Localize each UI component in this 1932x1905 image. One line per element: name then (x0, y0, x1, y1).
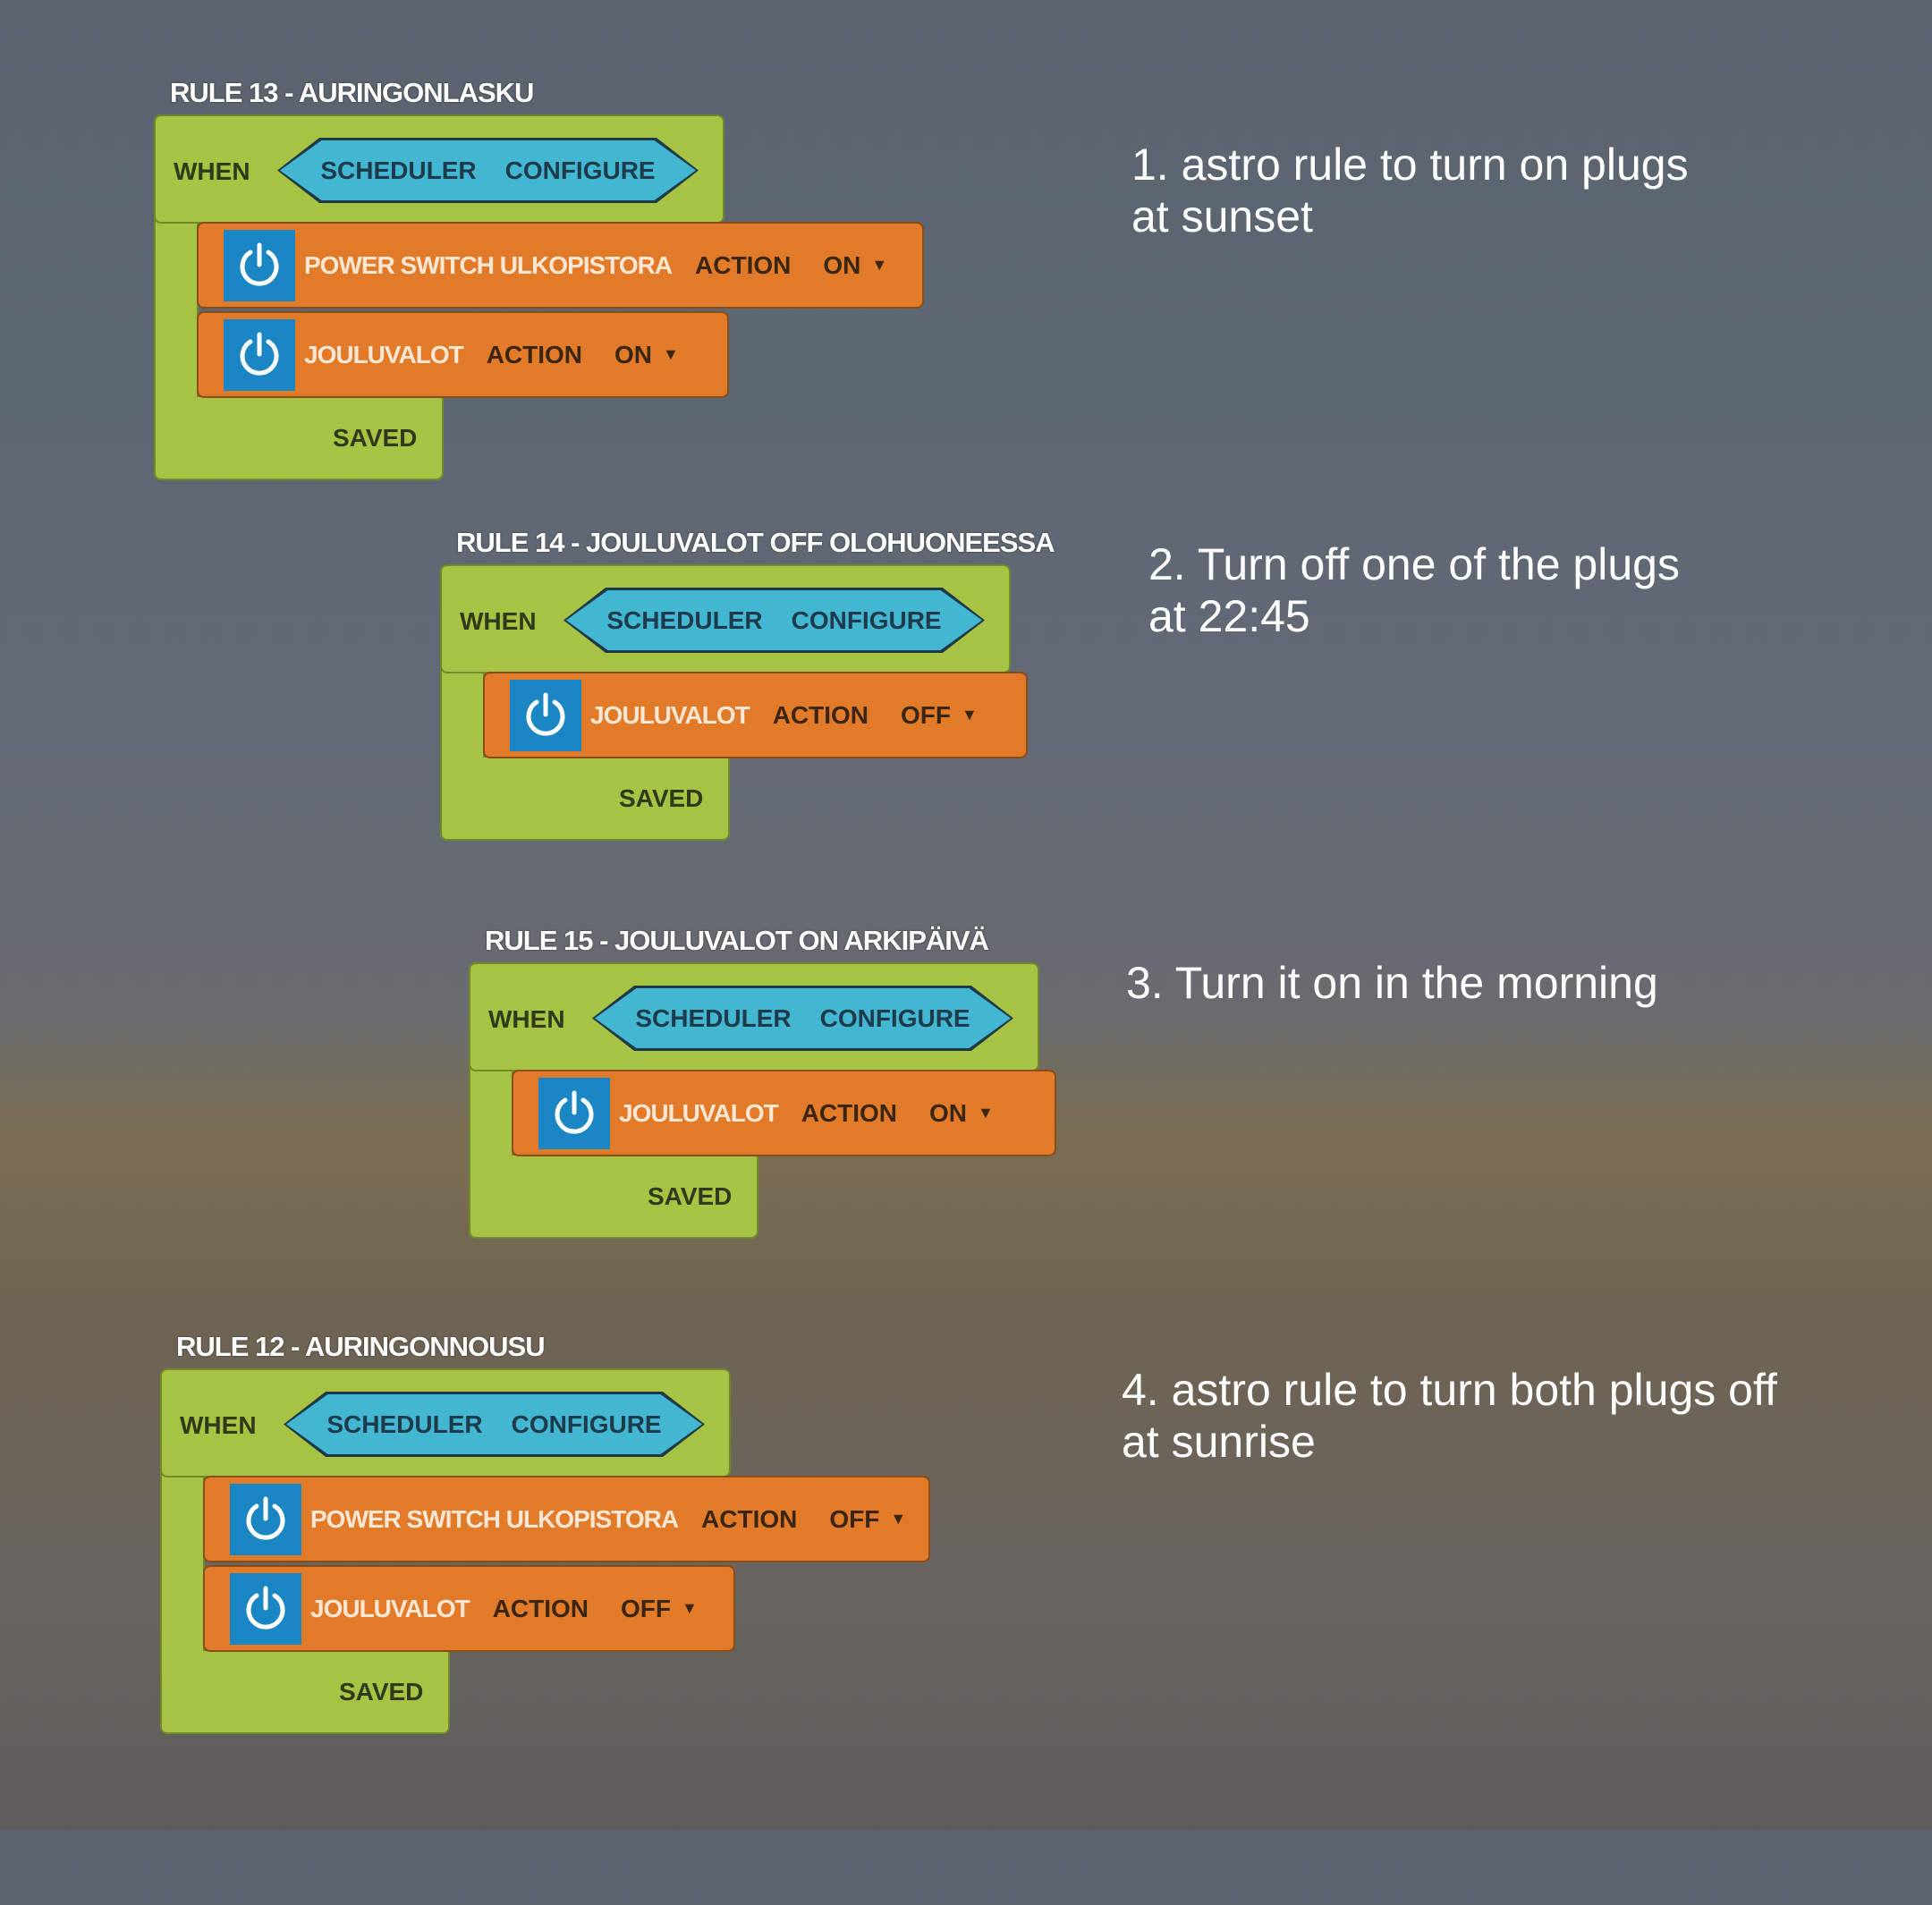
action-block[interactable]: POWER SWITCH ULKOPISTORA ACTION OFF ▼ (203, 1476, 930, 1562)
action-block[interactable]: JOULUVALOT ACTION OFF ▼ (203, 1565, 735, 1652)
action-block[interactable]: POWER SWITCH ULKOPISTORA ACTION ON ▼ (197, 222, 924, 309)
when-label: WHEN (174, 157, 250, 185)
configure-button[interactable]: CONFIGURE (791, 605, 942, 634)
rule-block[interactable]: RULE 12 - AURINGONNOUSU WHEN SCHEDULER C… (160, 1331, 1144, 1905)
device-name: JOULUVALOT (590, 700, 750, 729)
trigger-block[interactable]: SCHEDULER CONFIGURE (592, 986, 1013, 1051)
action-label: ACTION (492, 1594, 589, 1622)
device-name: JOULUVALOT (304, 340, 464, 368)
chevron-down-icon[interactable]: ▼ (962, 706, 978, 724)
annotation-note: 2. Turn off one of the plugs at 22:45 (1148, 539, 1680, 641)
power-icon (224, 318, 295, 391)
power-icon (230, 1572, 301, 1645)
rule-footer (440, 758, 730, 841)
device-name: POWER SWITCH ULKOPISTORA (310, 1504, 679, 1533)
chevron-down-icon[interactable]: ▼ (682, 1599, 698, 1617)
chevron-down-icon[interactable]: ▼ (871, 256, 888, 274)
trigger-block[interactable]: SCHEDULER CONFIGURE (284, 1392, 705, 1457)
annotation-note: 1. astro rule to turn on plugs at sunset (1131, 140, 1689, 241)
action-value-dropdown[interactable]: ON (614, 340, 653, 368)
chevron-down-icon[interactable]: ▼ (890, 1510, 907, 1528)
saved-status: SAVED (648, 1182, 733, 1210)
trigger-label: SCHEDULER (635, 1003, 792, 1032)
action-value-dropdown[interactable]: OFF (621, 1594, 672, 1622)
rule-title: RULE 13 - AURINGONLASKU (170, 77, 534, 108)
annotation-note: 3. Turn it on in the morning (1126, 958, 1658, 1008)
action-value-dropdown[interactable]: OFF (901, 700, 952, 729)
when-label: WHEN (180, 1411, 257, 1439)
rule-footer (469, 1156, 758, 1239)
rule-title: RULE 12 - AURINGONNOUSU (176, 1331, 546, 1362)
rule-block[interactable]: RULE 13 - AURINGONLASKU WHEN SCHEDULER C… (154, 77, 1138, 651)
device-name: JOULUVALOT (619, 1098, 779, 1127)
configure-button[interactable]: CONFIGURE (511, 1410, 662, 1438)
rule-body (160, 1458, 205, 1664)
trigger-label: SCHEDULER (326, 1410, 483, 1438)
rule-title: RULE 15 - JOULUVALOT ON ARKIPÄIVÄ (485, 925, 989, 956)
action-label: ACTION (801, 1098, 898, 1127)
saved-status: SAVED (339, 1678, 424, 1706)
annotation-note: 4. astro rule to turn both plugs off at … (1122, 1365, 1777, 1467)
rule-footer (160, 1651, 450, 1734)
rule-title: RULE 14 - JOULUVALOT OFF OLOHUONEESSA (456, 527, 1055, 558)
rule-block[interactable]: RULE 14 - JOULUVALOT OFF OLOHUONEESSA WH… (440, 527, 1424, 1101)
configure-button[interactable]: CONFIGURE (819, 1003, 970, 1032)
device-name: JOULUVALOT (310, 1594, 470, 1622)
trigger-block[interactable]: SCHEDULER CONFIGURE (277, 138, 699, 203)
trigger-label: SCHEDULER (606, 605, 763, 634)
device-name: POWER SWITCH ULKOPISTORA (304, 250, 673, 279)
action-label: ACTION (486, 340, 583, 368)
power-icon (224, 229, 295, 301)
chevron-down-icon[interactable]: ▼ (663, 345, 679, 363)
action-value-dropdown[interactable]: OFF (829, 1504, 880, 1533)
action-label: ACTION (701, 1504, 798, 1533)
rule-block[interactable]: RULE 15 - JOULUVALOT ON ARKIPÄIVÄ WHEN S… (469, 925, 1453, 1499)
chevron-down-icon[interactable]: ▼ (978, 1104, 994, 1122)
action-value-dropdown[interactable]: ON (929, 1098, 968, 1127)
action-block[interactable]: JOULUVALOT ACTION OFF ▼ (483, 672, 1028, 758)
trigger-label: SCHEDULER (320, 156, 477, 184)
power-icon (538, 1077, 610, 1149)
action-label: ACTION (695, 250, 792, 279)
power-icon (230, 1483, 301, 1555)
rule-body (154, 204, 199, 410)
action-block[interactable]: JOULUVALOT ACTION ON ▼ (197, 311, 729, 398)
when-label: WHEN (488, 1005, 565, 1033)
power-icon (510, 679, 581, 751)
action-value-dropdown[interactable]: ON (823, 250, 861, 279)
rule-footer (154, 397, 444, 480)
action-label: ACTION (772, 700, 869, 729)
saved-status: SAVED (619, 784, 704, 812)
trigger-block[interactable]: SCHEDULER CONFIGURE (564, 588, 985, 653)
when-label: WHEN (460, 607, 537, 635)
action-block[interactable]: JOULUVALOT ACTION ON ▼ (512, 1070, 1056, 1156)
configure-button[interactable]: CONFIGURE (504, 156, 656, 184)
saved-status: SAVED (333, 424, 418, 452)
